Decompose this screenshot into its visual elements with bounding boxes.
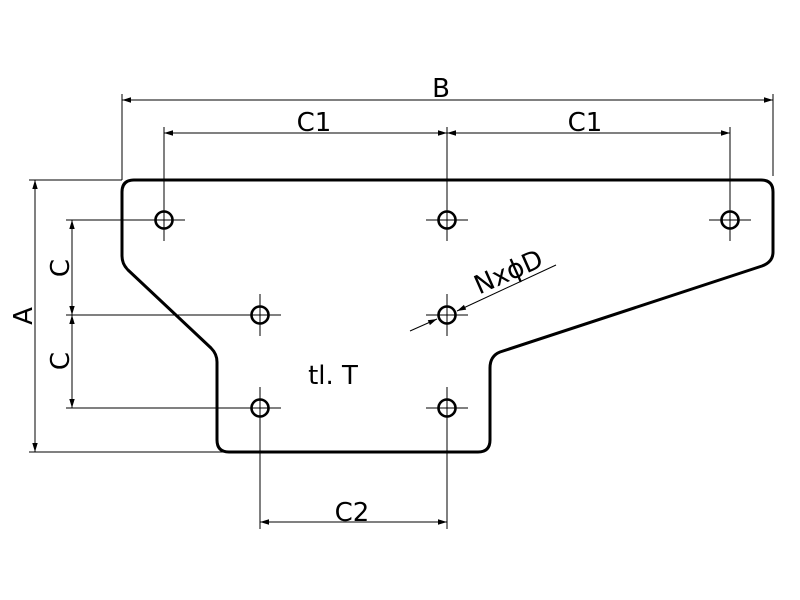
hole-callout: NxϕD — [470, 244, 548, 301]
extension-lines — [29, 94, 774, 529]
label-C1-right: C1 — [568, 108, 603, 138]
label-C-lower: C — [46, 352, 76, 370]
label-B: B — [432, 74, 450, 104]
holes — [143, 199, 751, 429]
dimension-lines — [32, 97, 773, 525]
label-C-upper: C — [46, 259, 76, 277]
plate-outline — [120, 178, 775, 454]
label-A: A — [9, 307, 39, 325]
label-C1-left: C1 — [297, 108, 332, 138]
label-C2: C2 — [335, 498, 370, 528]
hole-leader-out — [456, 264, 557, 312]
thickness-note: tl. T — [308, 361, 358, 391]
hole-leader-in — [409, 318, 438, 332]
